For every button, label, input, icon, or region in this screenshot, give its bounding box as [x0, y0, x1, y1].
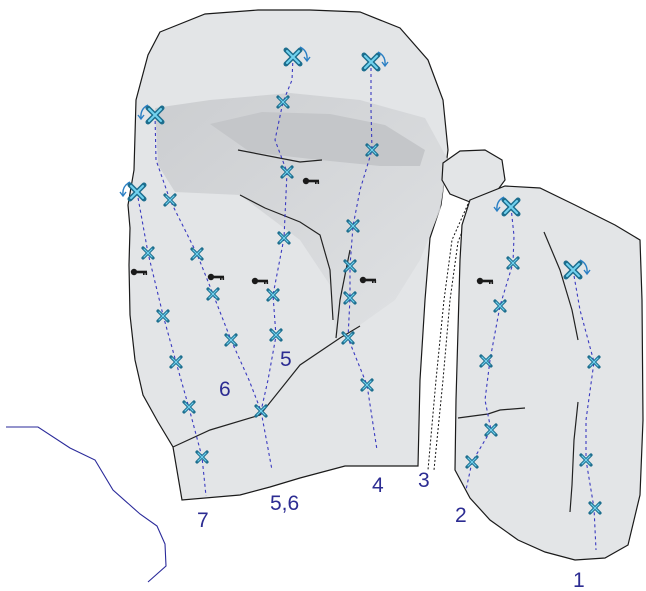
route-label-2: 2: [455, 504, 467, 527]
right-face-features: [457, 231, 579, 513]
left-rock-face: [127, 9, 449, 501]
route-2-line: [465, 206, 515, 491]
boulder: [441, 149, 506, 203]
lower-ledge: [172, 325, 361, 448]
right-rock-face: [454, 185, 644, 561]
route-labels: 1 2 3 4 5,6 5 6 7: [197, 348, 585, 591]
route-6-line: [154, 114, 273, 471]
route-4-line: [347, 62, 378, 451]
route-label-1: 1: [573, 569, 585, 591]
route-label-4: 4: [372, 474, 384, 497]
route-label-3: 3: [418, 469, 430, 492]
gully-route-3: [427, 203, 474, 471]
rock-features: [237, 149, 351, 339]
route-5-line: [260, 56, 294, 412]
route-label-5-6: 5,6: [270, 492, 299, 515]
ground-line: [6, 426, 167, 583]
route-label-5: 5: [280, 348, 292, 371]
route-label-7: 7: [197, 509, 209, 532]
route-label-6: 6: [219, 378, 231, 401]
